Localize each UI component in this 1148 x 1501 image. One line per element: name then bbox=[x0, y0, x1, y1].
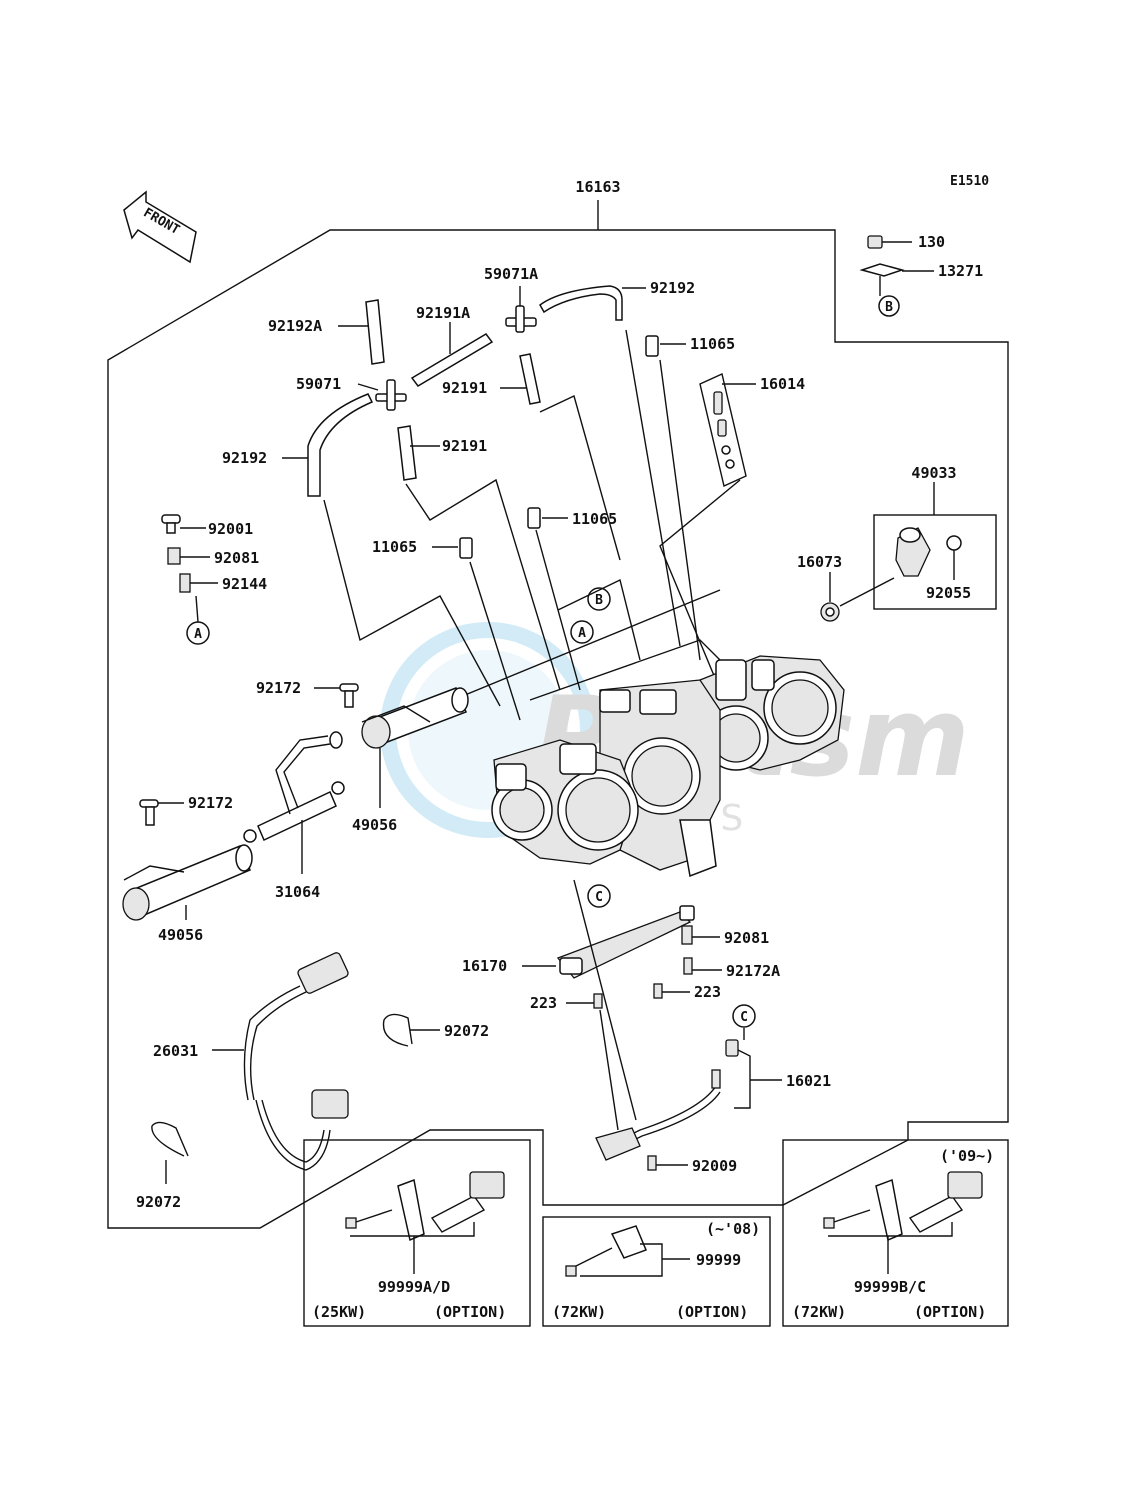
label-92191-b: 92191 bbox=[442, 437, 487, 455]
label-11065-b: 11065 bbox=[572, 510, 617, 528]
part-92172-screw-b bbox=[139, 799, 184, 826]
label-92009: 92009 bbox=[692, 1157, 737, 1175]
part-92009-screw bbox=[647, 1155, 688, 1171]
label-13271: 13271 bbox=[938, 262, 983, 280]
label-92172A: 92172A bbox=[726, 962, 780, 980]
label-130: 130 bbox=[918, 233, 945, 251]
box-49033 bbox=[873, 514, 997, 610]
label-99999AD: 99999A/D bbox=[378, 1278, 450, 1296]
part-223-screw-a bbox=[566, 993, 603, 1009]
label-92072-b: 92072 bbox=[136, 1193, 181, 1211]
label-92144: 92144 bbox=[222, 575, 267, 593]
label-92001: 92001 bbox=[208, 520, 253, 538]
label-92055: 92055 bbox=[926, 584, 971, 602]
part-92172A-screw bbox=[683, 957, 722, 975]
part-92001-screw bbox=[161, 514, 206, 534]
label-92081-a: 92081 bbox=[214, 549, 259, 567]
part-92055-oring bbox=[946, 535, 962, 551]
label-16170: 16170 bbox=[462, 957, 507, 975]
part-16073-nut bbox=[820, 572, 895, 622]
part-26031-harness bbox=[212, 952, 349, 1171]
part-11065-cap-b bbox=[527, 507, 568, 529]
part-59071-cross-joint bbox=[357, 379, 407, 411]
label-92172-b: 92172 bbox=[188, 794, 233, 812]
label-92192A: 92192A bbox=[268, 317, 322, 335]
part-92172-screw-a bbox=[314, 683, 359, 708]
part-16021-sensor-cable bbox=[595, 1028, 782, 1161]
part-223-screw-b bbox=[653, 983, 690, 999]
ref-a-left: A bbox=[194, 627, 202, 642]
ref-b-mid: B bbox=[595, 593, 603, 608]
ref-b-top: B bbox=[885, 300, 893, 315]
option-box-72kw-late: ('09~) 99999B/C (72KW) (OPTION) bbox=[782, 1139, 1009, 1327]
diagram-code: E1510 bbox=[950, 174, 989, 189]
part-49056-fuel-rail-b bbox=[122, 844, 253, 921]
part-92192-left-hose bbox=[282, 393, 374, 497]
part-92191-hose-b bbox=[397, 425, 440, 481]
label-92172-a: 92172 bbox=[256, 679, 301, 697]
label-26031: 26031 bbox=[153, 1042, 198, 1060]
label-99999: 99999 bbox=[696, 1251, 741, 1269]
label-92191A: 92191A bbox=[416, 304, 470, 322]
part-92191A-hose bbox=[410, 322, 494, 387]
label-16073: 16073 bbox=[797, 553, 842, 571]
option-mid-option: (OPTION) bbox=[676, 1303, 748, 1321]
label-99999BC: 99999B/C bbox=[854, 1278, 926, 1296]
label-49033: 49033 bbox=[911, 464, 956, 482]
label-49056-a: 49056 bbox=[352, 816, 397, 834]
label-49056-b: 49056 bbox=[158, 926, 203, 944]
option-mid-power: (72KW) bbox=[552, 1303, 606, 1321]
label-223-a: 223 bbox=[530, 994, 557, 1012]
label-31064: 31064 bbox=[275, 883, 320, 901]
front-arrow-icon: FRONT bbox=[123, 190, 197, 264]
option-right-power: (72KW) bbox=[792, 1303, 846, 1321]
throttle-body-assembly bbox=[491, 639, 845, 878]
option-left-power: (25KW) bbox=[312, 1303, 366, 1321]
option-right-option: (OPTION) bbox=[914, 1303, 986, 1321]
ref-c-mid: C bbox=[595, 890, 603, 905]
part-16170-sensor bbox=[522, 905, 695, 979]
part-49056-fuel-rail-a bbox=[361, 687, 469, 808]
label-92072-a: 92072 bbox=[444, 1022, 489, 1040]
part-16014-screw-set bbox=[699, 373, 756, 487]
ref-a-mid: A bbox=[578, 626, 586, 641]
part-13271-bracket bbox=[859, 263, 934, 296]
part-31064-fuel-pipe bbox=[243, 731, 345, 874]
part-92192A-hose bbox=[338, 299, 385, 365]
part-92072-clamp-a bbox=[382, 1013, 440, 1047]
label-92192-top: 92192 bbox=[650, 279, 695, 297]
option-box-25kw: 99999A/D (25KW) (OPTION) bbox=[303, 1139, 531, 1327]
label-92081-b: 92081 bbox=[724, 929, 769, 947]
part-92081-spring-a bbox=[167, 547, 210, 565]
part-59071A-joint bbox=[505, 286, 537, 333]
label-92192-left: 92192 bbox=[222, 449, 267, 467]
part-92081-spring-b bbox=[681, 925, 720, 945]
option-right-years: ('09~) bbox=[940, 1147, 994, 1165]
label-16021: 16021 bbox=[786, 1072, 831, 1090]
label-223-b: 223 bbox=[694, 983, 721, 1001]
label-92191-a: 92191 bbox=[442, 379, 487, 397]
label-59071A: 59071A bbox=[484, 265, 538, 283]
ref-c-low: C bbox=[740, 1010, 748, 1025]
label-16014: 16014 bbox=[760, 375, 805, 393]
part-92191-hose-a bbox=[500, 353, 541, 405]
option-mid-years: (~'08) bbox=[706, 1220, 760, 1238]
label-59071: 59071 bbox=[296, 375, 341, 393]
option-box-72kw-early: (~'08) 99999 (72KW) (OPTION) bbox=[542, 1216, 771, 1327]
part-92072-clamp-b bbox=[151, 1121, 189, 1184]
part-11065-cap-a bbox=[645, 335, 686, 357]
part-130-bolt bbox=[867, 235, 912, 249]
label-11065-a: 11065 bbox=[690, 335, 735, 353]
option-left-option: (OPTION) bbox=[434, 1303, 506, 1321]
part-49033-sensor bbox=[895, 527, 931, 577]
label-16163: 16163 bbox=[575, 178, 620, 196]
part-92144-spring bbox=[179, 573, 218, 593]
label-11065-c: 11065 bbox=[372, 538, 417, 556]
part-11065-cap-c bbox=[432, 537, 473, 559]
part-92192-top-hose bbox=[539, 285, 646, 321]
